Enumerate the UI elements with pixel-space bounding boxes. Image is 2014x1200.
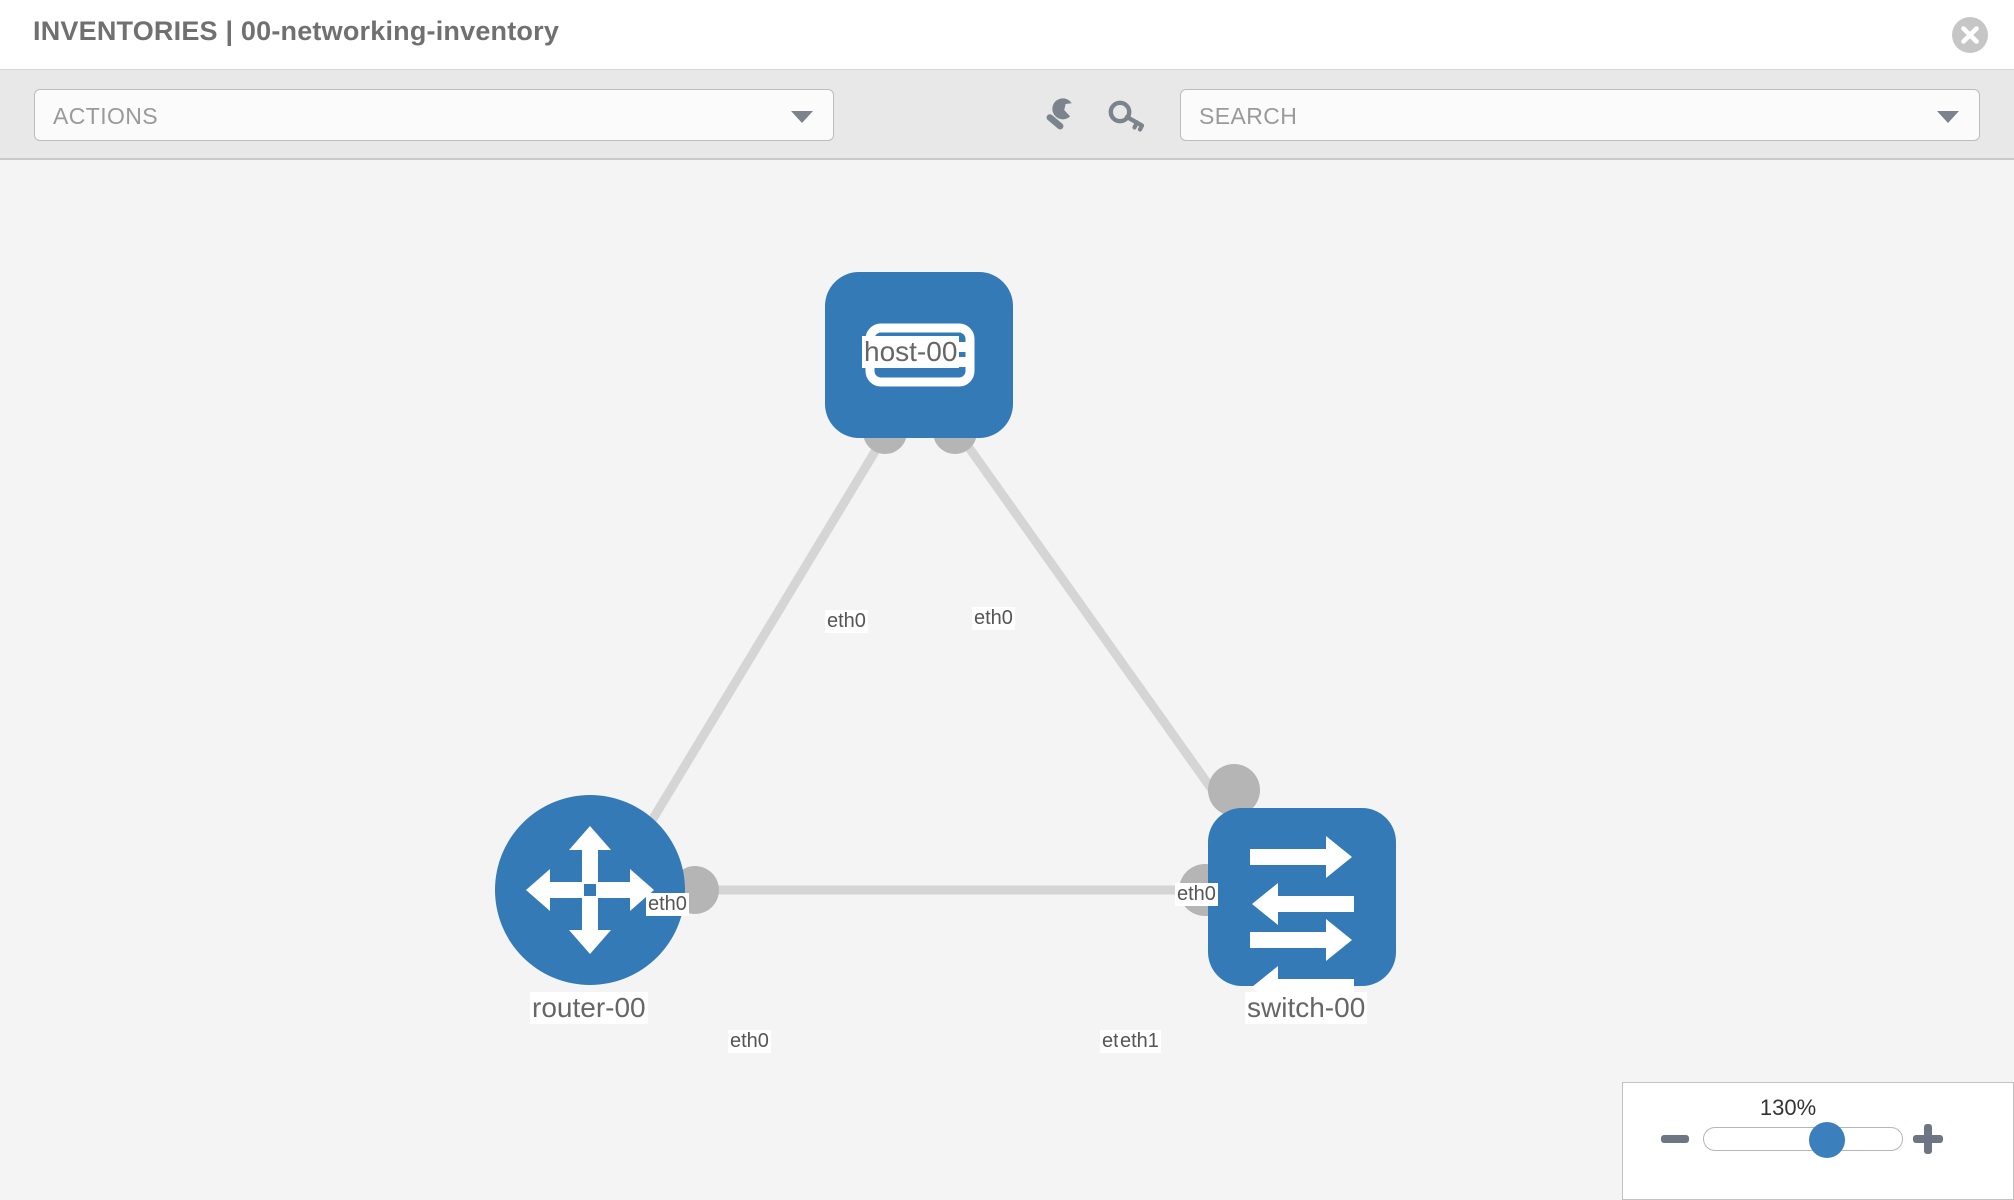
iface-label: eth0 xyxy=(1175,883,1218,906)
iface-label: eth0 xyxy=(646,893,689,916)
iface-label: eth0 xyxy=(825,610,868,633)
node-switch-00[interactable] xyxy=(1208,808,1396,1008)
toolbar: ACTIONS SEARCH xyxy=(0,70,2014,160)
close-icon[interactable] xyxy=(1952,17,1988,53)
link-host-router[interactable] xyxy=(621,432,889,868)
actions-dropdown[interactable]: ACTIONS xyxy=(34,89,834,141)
zoom-in-button[interactable] xyxy=(1913,1124,1943,1154)
zoom-out-button[interactable] xyxy=(1661,1135,1689,1143)
link-host-switch[interactable] xyxy=(956,432,1259,853)
interface-connectors xyxy=(671,410,1260,916)
topology-graph xyxy=(495,272,1396,1008)
iface-label: eth1 xyxy=(1118,1030,1161,1053)
topology-canvas[interactable]: host-00 router-00 switch-00 eth0 eth0 et… xyxy=(0,160,2014,1200)
connector-switch-top[interactable] xyxy=(1208,764,1260,816)
search-placeholder: SEARCH xyxy=(1199,103,1298,129)
chevron-down-icon xyxy=(791,111,813,123)
node-label-host-00: host-00 xyxy=(862,336,960,369)
zoom-slider[interactable] xyxy=(1703,1122,1903,1158)
actions-dropdown-label: ACTIONS xyxy=(53,103,159,129)
node-label-switch-00: switch-00 xyxy=(1245,992,1368,1025)
iface-label: eth0 xyxy=(728,1030,771,1053)
iface-label: eth0 xyxy=(972,607,1015,630)
key-icon[interactable] xyxy=(1104,92,1150,138)
topology-links xyxy=(621,432,1259,895)
zoom-control-panel: 130% xyxy=(1622,1082,2014,1200)
page-title: INVENTORIES | 00-networking-inventory xyxy=(33,16,560,46)
node-label-router-00: router-00 xyxy=(530,992,648,1025)
wrench-icon[interactable] xyxy=(1036,92,1082,138)
search-input[interactable]: SEARCH xyxy=(1180,89,1980,141)
node-router-00[interactable] xyxy=(495,795,685,985)
router-arrows-icon xyxy=(526,826,654,954)
chevron-down-icon[interactable] xyxy=(1937,111,1959,123)
zoom-slider-thumb[interactable] xyxy=(1808,1122,1845,1158)
zoom-level-value: 130% xyxy=(1759,1095,1817,1120)
page-header: INVENTORIES | 00-networking-inventory xyxy=(0,0,2014,70)
